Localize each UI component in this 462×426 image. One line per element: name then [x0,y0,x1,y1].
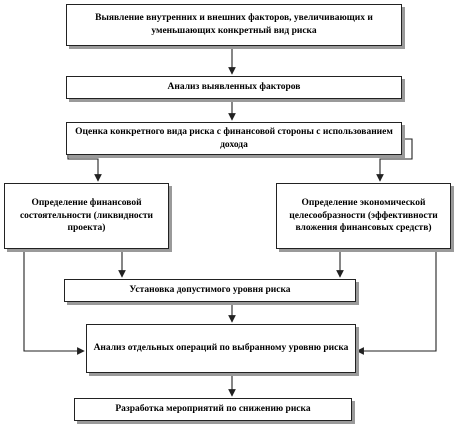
node-operations-analysis: Анализ отдельных операций по выбранному … [86,324,356,373]
node-risk-assessment: Оценка конкретного вида риска с финансов… [66,122,402,155]
node-analyze-factors: Анализ выявленных факторов [66,76,402,99]
node-financial-solvency: Определение финансовой состоятельности (… [4,183,169,249]
node-risk-reduction-measures: Разработка мероприятий по снижению риска [74,398,352,421]
arrow-n4-to-n7 [23,249,85,355]
node-economic-feasibility: Определение экономической целесообразнос… [276,183,451,249]
arrow-n5-to-n7 [356,249,437,355]
node-acceptable-risk-level: Установка допустимого уровня риска [64,279,356,302]
node-identify-factors: Выявление внутренних и внешних факторов,… [66,4,402,46]
arrow-n3-to-n5 [376,138,413,182]
